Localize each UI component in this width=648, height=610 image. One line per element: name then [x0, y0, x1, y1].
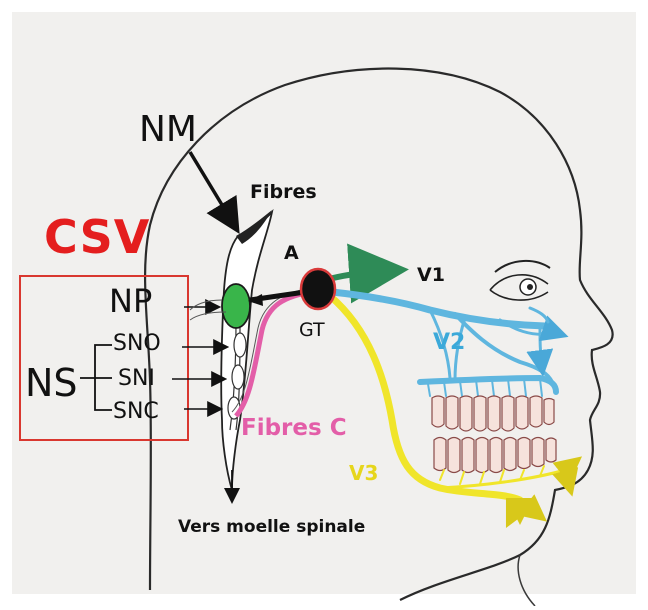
sno-label: SNO — [113, 333, 161, 355]
v3-label: V3 — [349, 463, 378, 483]
gt-label: GT — [299, 321, 325, 340]
trigeminal-ganglion — [301, 269, 335, 309]
np-label: NP — [109, 285, 152, 317]
ns-label: NS — [25, 364, 78, 402]
nm-label: NM — [139, 112, 197, 148]
v2-label: V2 — [433, 332, 465, 354]
sni-nucleus — [232, 365, 244, 389]
fibres-c-label: Fibres C — [241, 417, 347, 440]
v1-label: V1 — [417, 266, 445, 285]
eye-pupil — [527, 284, 533, 290]
principal-nucleus — [222, 284, 250, 328]
sni-label: SNI — [118, 368, 155, 390]
csv-label: CSV — [44, 214, 150, 260]
a-label: A — [284, 244, 299, 263]
fibres-label: Fibres — [250, 183, 317, 202]
sno-nucleus — [234, 333, 246, 357]
snc-label: SNC — [113, 401, 159, 423]
spinal-cord-label: Vers moelle spinale — [178, 519, 365, 536]
